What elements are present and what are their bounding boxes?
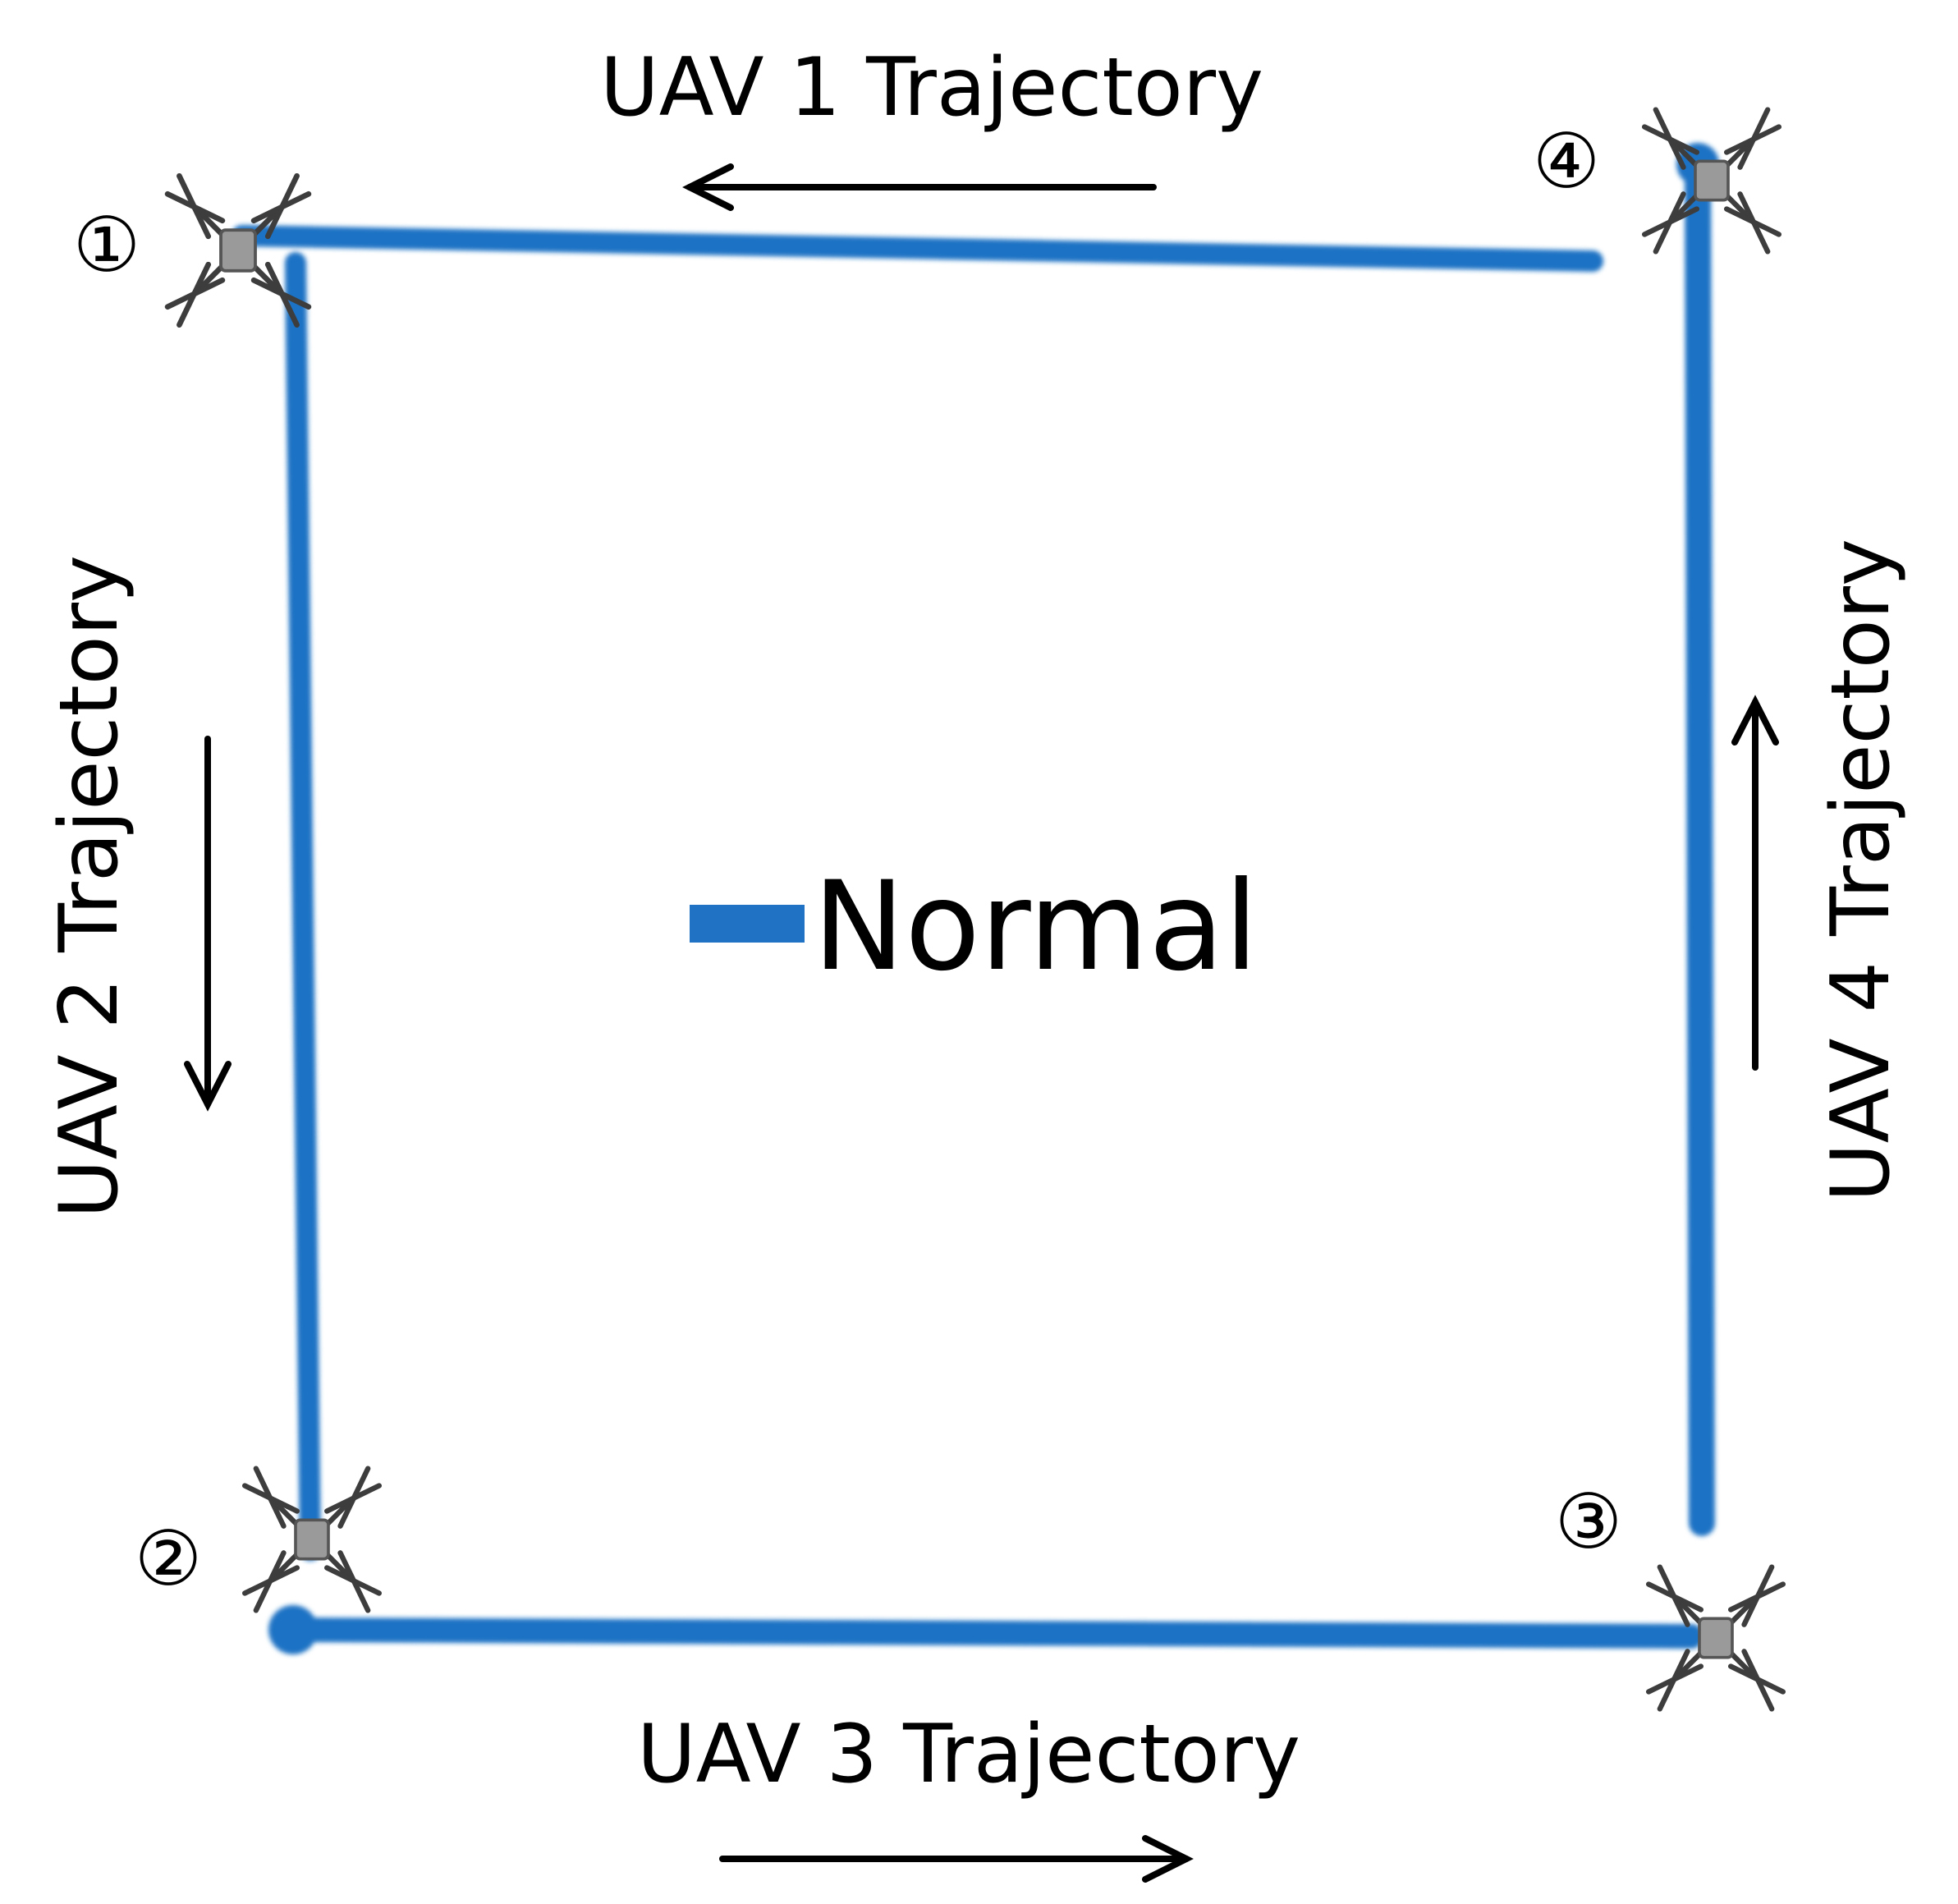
waypoint-1-label: ① (73, 201, 140, 289)
arrow-right-icon (719, 1835, 1194, 1883)
waypoint-2-label: ② (135, 1515, 202, 1603)
uav2-trajectory-label: UAV 2 Trajectory (43, 555, 136, 1218)
uav4-path (1685, 151, 1715, 1536)
drone-icon (1644, 110, 1779, 252)
uav3-path (279, 1617, 1704, 1649)
arrow-down-icon (184, 736, 232, 1112)
arrow-up-icon (1731, 695, 1779, 1071)
legend: Normal (690, 856, 1259, 998)
uav1-path (232, 225, 1603, 272)
uav2-path (285, 252, 321, 1561)
drone-icon (167, 176, 309, 324)
arrow-left-icon (682, 163, 1157, 211)
waypoint-3-label: ③ (1555, 1478, 1622, 1566)
uav4-trajectory-label: UAV 4 Trajectory (1814, 539, 1908, 1202)
legend-swatch-normal (690, 905, 805, 943)
waypoint-4-label: ④ (1533, 117, 1600, 205)
uav1-trajectory-label: UAV 1 Trajectory (600, 41, 1263, 135)
uav3-path-start-dot (268, 1605, 318, 1654)
legend-label-normal: Normal (813, 856, 1259, 998)
uav3-trajectory-label: UAV 3 Trajectory (637, 1708, 1300, 1801)
